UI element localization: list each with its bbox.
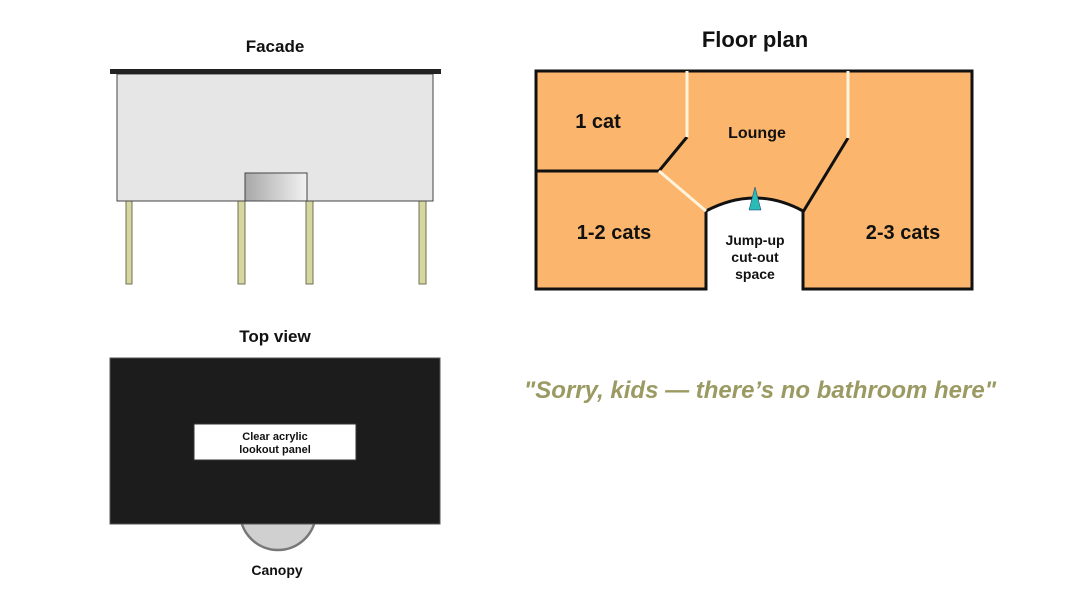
canopy-label: Canopy — [251, 562, 303, 578]
wall-23cats — [801, 137, 850, 213]
floor-area — [536, 71, 972, 289]
room-1-2-cats: 1-2 cats — [577, 222, 652, 244]
cutout-label-line1: Jump-up — [725, 232, 784, 248]
cutout-label-line2: cut-out — [731, 249, 779, 265]
room-lounge: Lounge — [728, 125, 786, 142]
room-2-3-cats: 2-3 cats — [866, 222, 941, 244]
top-view-drawing: Top view Clear acrylic lookout panel Can… — [109, 327, 441, 578]
leg — [237, 200, 246, 285]
panel-label-line2: lookout panel — [239, 444, 311, 456]
acrylic-panel — [193, 423, 357, 461]
room-1-cat: 1 cat — [575, 111, 621, 133]
facade-opening — [244, 172, 308, 202]
facade-legs — [125, 200, 427, 285]
facade-roof — [110, 69, 441, 74]
floor-plan-title: Floor plan — [702, 27, 808, 52]
entry-marker-icon — [748, 186, 762, 211]
leg — [418, 200, 427, 285]
leg — [305, 200, 314, 285]
facade-title: Facade — [246, 37, 305, 56]
quote-text: "Sorry, kids — there’s no bathroom here" — [524, 377, 997, 404]
facade-drawing: Facade — [110, 37, 441, 285]
panel-label-line1: Clear acrylic — [242, 431, 307, 443]
top-view-title: Top view — [239, 327, 311, 346]
outer-wall — [534, 69, 974, 291]
open-divider — [658, 169, 707, 213]
cutout-label-line3: space — [735, 266, 775, 282]
floor-plan-drawing: Floor plan 1 cat Lounge 1-2 cats 2-3 cat… — [534, 27, 974, 291]
leg — [125, 200, 133, 285]
